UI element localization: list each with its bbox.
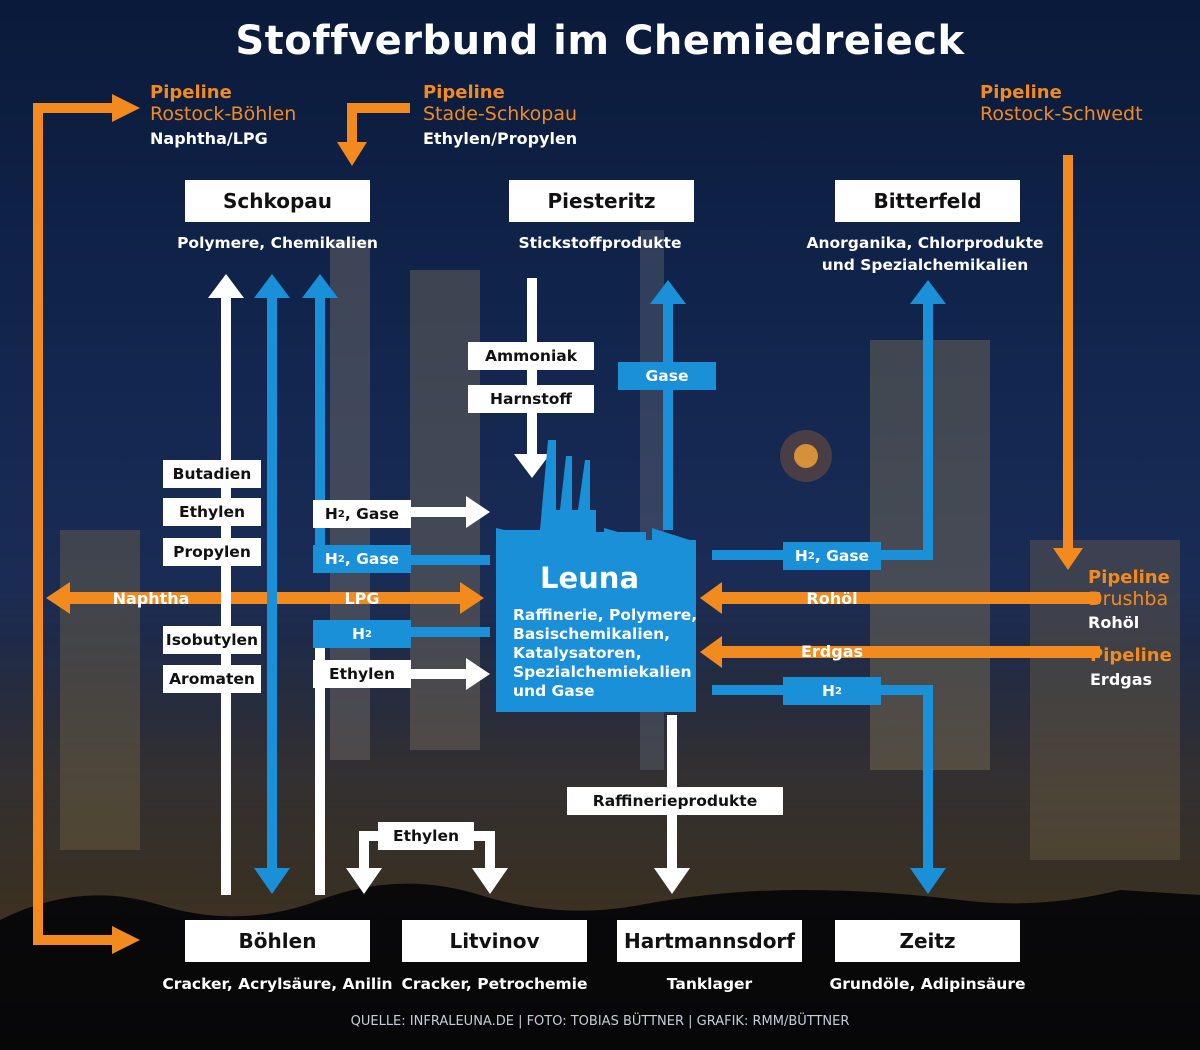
pipeline-heading: Pipeline bbox=[150, 82, 232, 103]
formula-symbol: H bbox=[794, 547, 808, 565]
pipeline-erdgas: Pipeline Erdgas bbox=[1090, 645, 1172, 689]
pipeline-name: Rostock-Schwedt bbox=[980, 103, 1143, 125]
page-title: Stoffverbund im Chemiedreieck bbox=[235, 18, 965, 64]
plant-schkopau: Schkopau bbox=[185, 180, 370, 222]
pipeline-rostock-boehlen: Pipeline Rostock-Böhlen Naphtha/LPG bbox=[150, 82, 296, 148]
flow-label-ethylen: Ethylen bbox=[163, 498, 261, 526]
pipeline-heading: Pipeline bbox=[980, 82, 1062, 103]
pipeline-heading: Pipeline bbox=[1088, 567, 1170, 588]
formula-symbol: H bbox=[324, 550, 338, 568]
formula-subscript: 2 bbox=[365, 628, 372, 640]
formula-subscript: 2 bbox=[807, 550, 815, 562]
formula-symbol: H bbox=[822, 682, 835, 700]
leuna-desc: Raffinerie, Polymere, Basischemikalien, … bbox=[513, 606, 698, 700]
pipeline-name: Rostock-Böhlen bbox=[150, 103, 297, 125]
pipeline-name: Drushba bbox=[1088, 588, 1169, 610]
formula-symbol: H bbox=[324, 505, 338, 523]
flow-label-isobutylen: Isobutylen bbox=[163, 626, 261, 654]
flow-label-ethylen-to-leuna: Ethylen bbox=[313, 660, 411, 688]
pipeline-product: Rohöl bbox=[1088, 613, 1140, 632]
formula-rest: , Gase bbox=[344, 550, 400, 568]
formula-subscript: 2 bbox=[835, 685, 842, 697]
source-credit: QUELLE: INFRALEUNA.DE | FOTO: TOBIAS BÜT… bbox=[350, 1014, 850, 1029]
flow-label-gase: Gase bbox=[618, 362, 716, 390]
flow-label-aromaten: Aromaten bbox=[163, 665, 261, 693]
flow-label-ethylen-litvinov: Ethylen bbox=[378, 822, 474, 850]
plant-piesteritz: Piesteritz bbox=[509, 180, 694, 222]
flow-label-harnstoff: Harnstoff bbox=[468, 385, 594, 413]
pipeline-name: Stade-Schkopau bbox=[423, 103, 578, 125]
formula-rest: , Gase bbox=[814, 547, 870, 565]
pipeline-product: Ethylen/Propylen bbox=[423, 129, 578, 148]
flow-label-raffinerieprodukte: Raffinerieprodukte bbox=[567, 787, 783, 815]
plant-litvinov: Litvinov bbox=[402, 920, 587, 962]
pipeline-product: Erdgas bbox=[1090, 670, 1153, 689]
flow-label-propylen: Propylen bbox=[163, 538, 261, 566]
plant-zeitz: Zeitz bbox=[835, 920, 1020, 962]
pipeline-rostock-schwedt: Pipeline Rostock-Schwedt bbox=[980, 82, 1143, 125]
plant-bitterfeld: Bitterfeld bbox=[835, 180, 1020, 222]
plant-piesteritz-desc: Stickstoffprodukte bbox=[518, 234, 682, 252]
pipeline-heading: Pipeline bbox=[1090, 645, 1172, 666]
pipeline-stade-schkopau: Pipeline Stade-Schkopau Ethylen/Propylen bbox=[423, 82, 577, 148]
leuna-title: Leuna bbox=[540, 561, 640, 595]
plant-boehlen-desc: Cracker, Acrylsäure, Anilin bbox=[162, 975, 393, 993]
flow-label-butadien: Butadien bbox=[163, 460, 261, 488]
formula-symbol: H bbox=[352, 625, 365, 643]
plant-bitterfeld-desc-2: und Spezialchemikalien bbox=[821, 256, 1029, 274]
pipeline-heading: Pipeline bbox=[423, 82, 505, 103]
flow-label-lpg: LPG bbox=[344, 589, 380, 608]
plant-hartmannsdorf-desc: Tanklager bbox=[666, 975, 753, 993]
plant-bitterfeld-desc-1: Anorganika, Chlorprodukte bbox=[806, 234, 1044, 252]
pipeline-product: Naphtha/LPG bbox=[150, 129, 268, 148]
plant-schkopau-desc: Polymere, Chemikalien bbox=[177, 234, 378, 252]
plant-litvinov-desc: Cracker, Petrochemie bbox=[401, 975, 588, 993]
plant-boehlen: Böhlen bbox=[185, 920, 370, 962]
flow-label-rohoel: Rohöl bbox=[806, 589, 858, 608]
flow-label-ammoniak: Ammoniak bbox=[468, 342, 594, 370]
plant-zeitz-desc: Grundöle, Adipinsäure bbox=[829, 975, 1026, 993]
formula-rest: , Gase bbox=[344, 505, 400, 523]
formula-subscript: 2 bbox=[337, 508, 345, 520]
pipeline-drushba: Pipeline Drushba Rohöl bbox=[1088, 567, 1170, 632]
formula-subscript: 2 bbox=[337, 553, 345, 565]
flow-label-naphtha: Naphtha bbox=[112, 589, 190, 608]
flow-label-erdgas: Erdgas bbox=[800, 642, 864, 661]
plant-hartmannsdorf: Hartmannsdorf bbox=[617, 920, 802, 962]
